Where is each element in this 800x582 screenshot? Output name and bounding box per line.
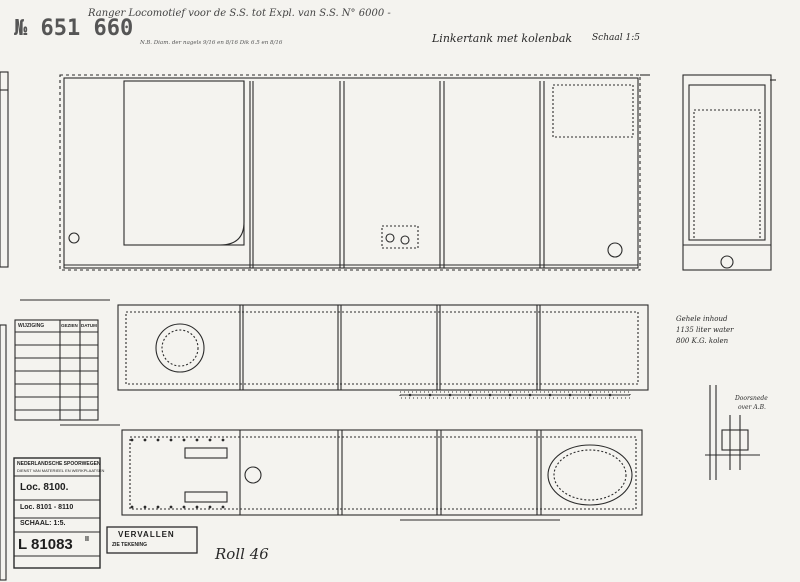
capacity-line-3: 800 K.G. kolen [676,337,729,345]
cancel-stamp-line-2: ZIE TEKENING [112,542,148,548]
cancel-stamp-frame [106,526,198,554]
title-block-org-1: NEDERLANDSCHE SPOORWEGEN [17,461,101,467]
title-block-loc: Loc. 8100. [20,482,69,493]
title-block-drawing-id: L 81083 [18,536,73,553]
capacity-line-1: Gehele inhoud [676,315,728,323]
revision-table [14,319,99,421]
roll-mark: Roll 46 [215,545,269,563]
title-block-scale: SCHAAL: 1:5. [20,520,66,527]
revision-col-seen: GEZIEN [61,323,78,328]
drawing-number: № 651 660 [14,16,134,41]
title-block-loc-range: Loc. 8101 - 8110 [20,504,74,511]
drawing-title-line: Ranger Locomotief voor de S.S. tot Expl.… [88,8,391,19]
title-block-drawing-suffix: II [85,536,89,543]
title-block-frame [13,457,101,569]
left-partial-view [0,71,9,268]
top-plan-view [20,299,649,399]
bottom-plan-view [60,424,643,521]
cancel-stamp-line-1: VERVALLEN [118,530,175,539]
section-detail [705,385,760,480]
left-partial-view-2 [0,324,7,581]
section-label: Doorsnede [735,395,768,402]
revision-col-date: DATUM [81,323,97,328]
capacity-line-2: 1135 liter water [676,326,734,334]
section-sub-label: over A.B. [738,404,766,411]
rivet-note: N.B. Diam. der nagels 9/16 en 8/16 Dik 6… [140,40,283,46]
drawing-subtitle: Linkertank met kolenbak [432,32,573,45]
revision-col-change: WIJZIGING [18,323,45,329]
end-view [682,74,776,271]
drawing-scale-header: Schaal 1:5 [592,33,640,43]
title-block-org-2: DIENST VAN MATERIEEL EN WERKPLAATSEN [17,468,105,473]
side-elevation [59,74,650,271]
